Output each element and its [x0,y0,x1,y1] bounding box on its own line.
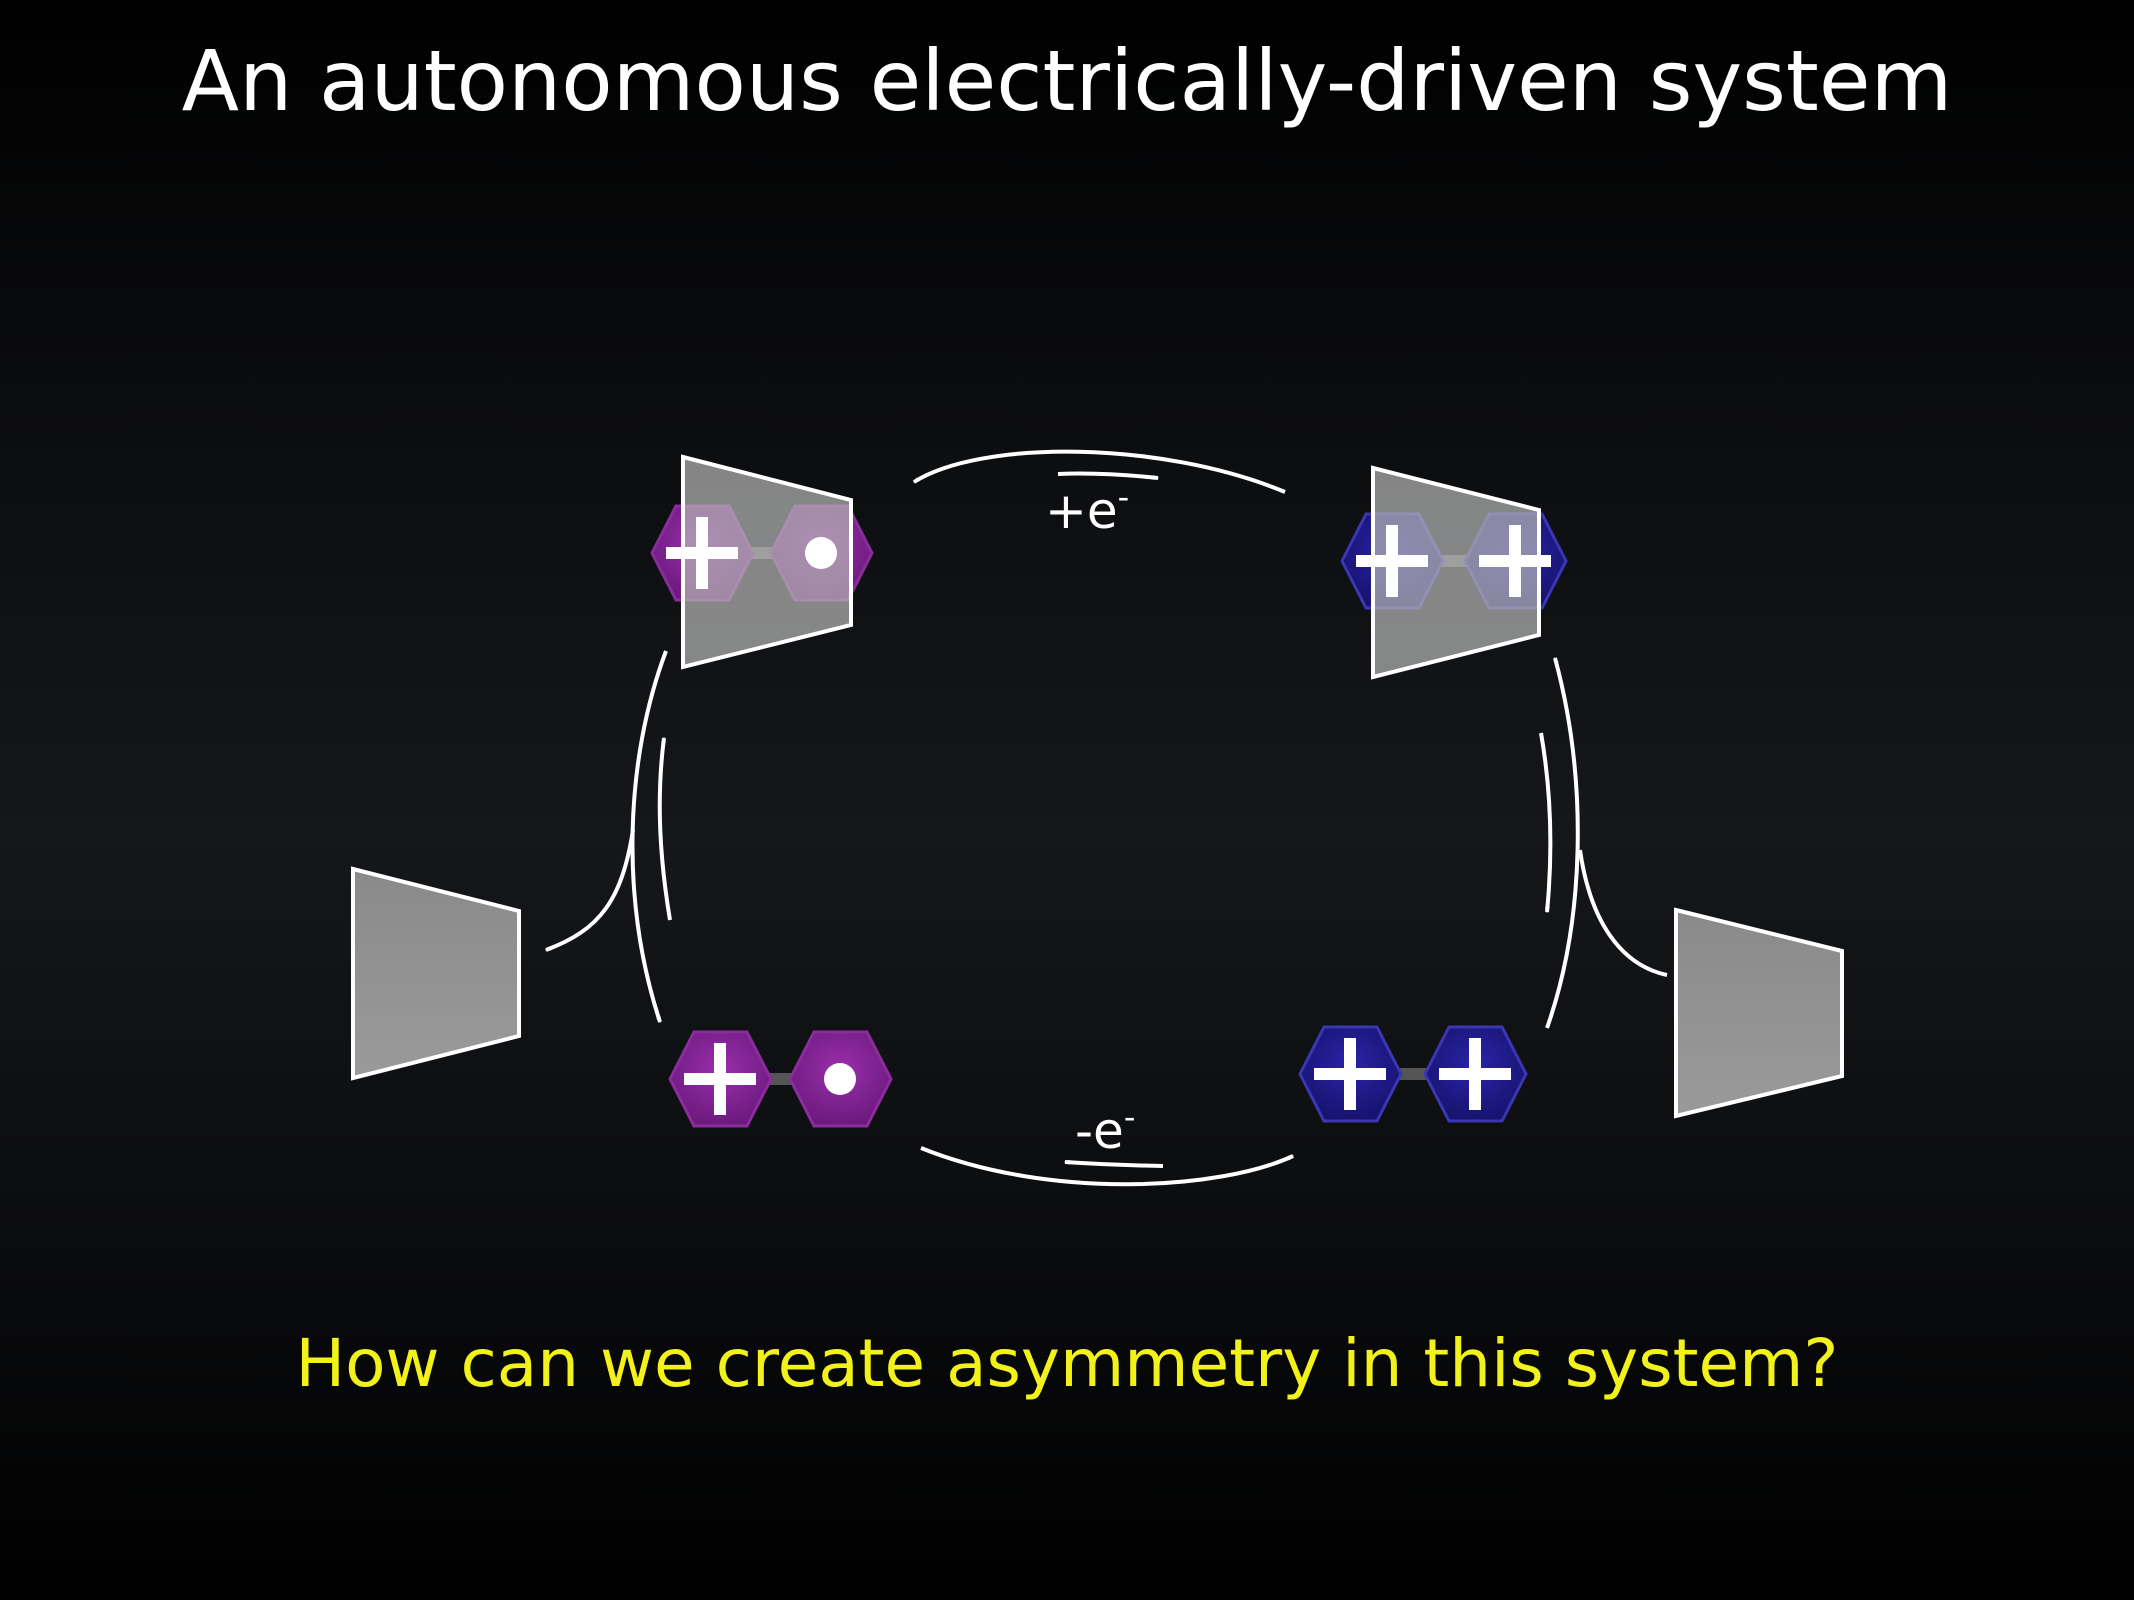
bottom-direction-arrow [1063,1159,1164,1168]
electrode-top-right [1371,465,1541,680]
plus-icon [684,1043,756,1115]
plus-icon [1356,525,1428,597]
slide-title: An autonomous electrically-driven system [181,32,1953,130]
bottom-electron-label: -e- [1075,1098,1135,1160]
electrode-right [1674,907,1844,1119]
bottom-left-molecule [668,1030,893,1128]
plus-icon [1439,1038,1511,1110]
top-direction-arrow [1057,471,1160,480]
top-electron-label: +e- [1045,478,1129,540]
electrode-top-left [681,454,853,670]
dot-icon [824,1063,856,1095]
question-text: How can we create asymmetry in this syst… [295,1325,1839,1402]
plus-icon [1314,1038,1386,1110]
left-branch-arrow [544,829,635,952]
electrode-left [351,866,521,1081]
right-branch-arrow [1578,849,1668,977]
bottom-right-molecule [1298,1025,1528,1123]
top-arc-arrow [912,449,1286,494]
top-left-symbols [666,517,837,589]
plus-icon [1479,525,1551,597]
top-right-symbols [1356,525,1551,597]
right-return-arrow [1539,732,1553,914]
bottom-arc-arrow [920,1146,1295,1187]
plus-icon [666,517,738,589]
right-main-arrow [1545,656,1580,1029]
dot-icon [805,537,837,569]
left-return-arrow [657,736,672,921]
